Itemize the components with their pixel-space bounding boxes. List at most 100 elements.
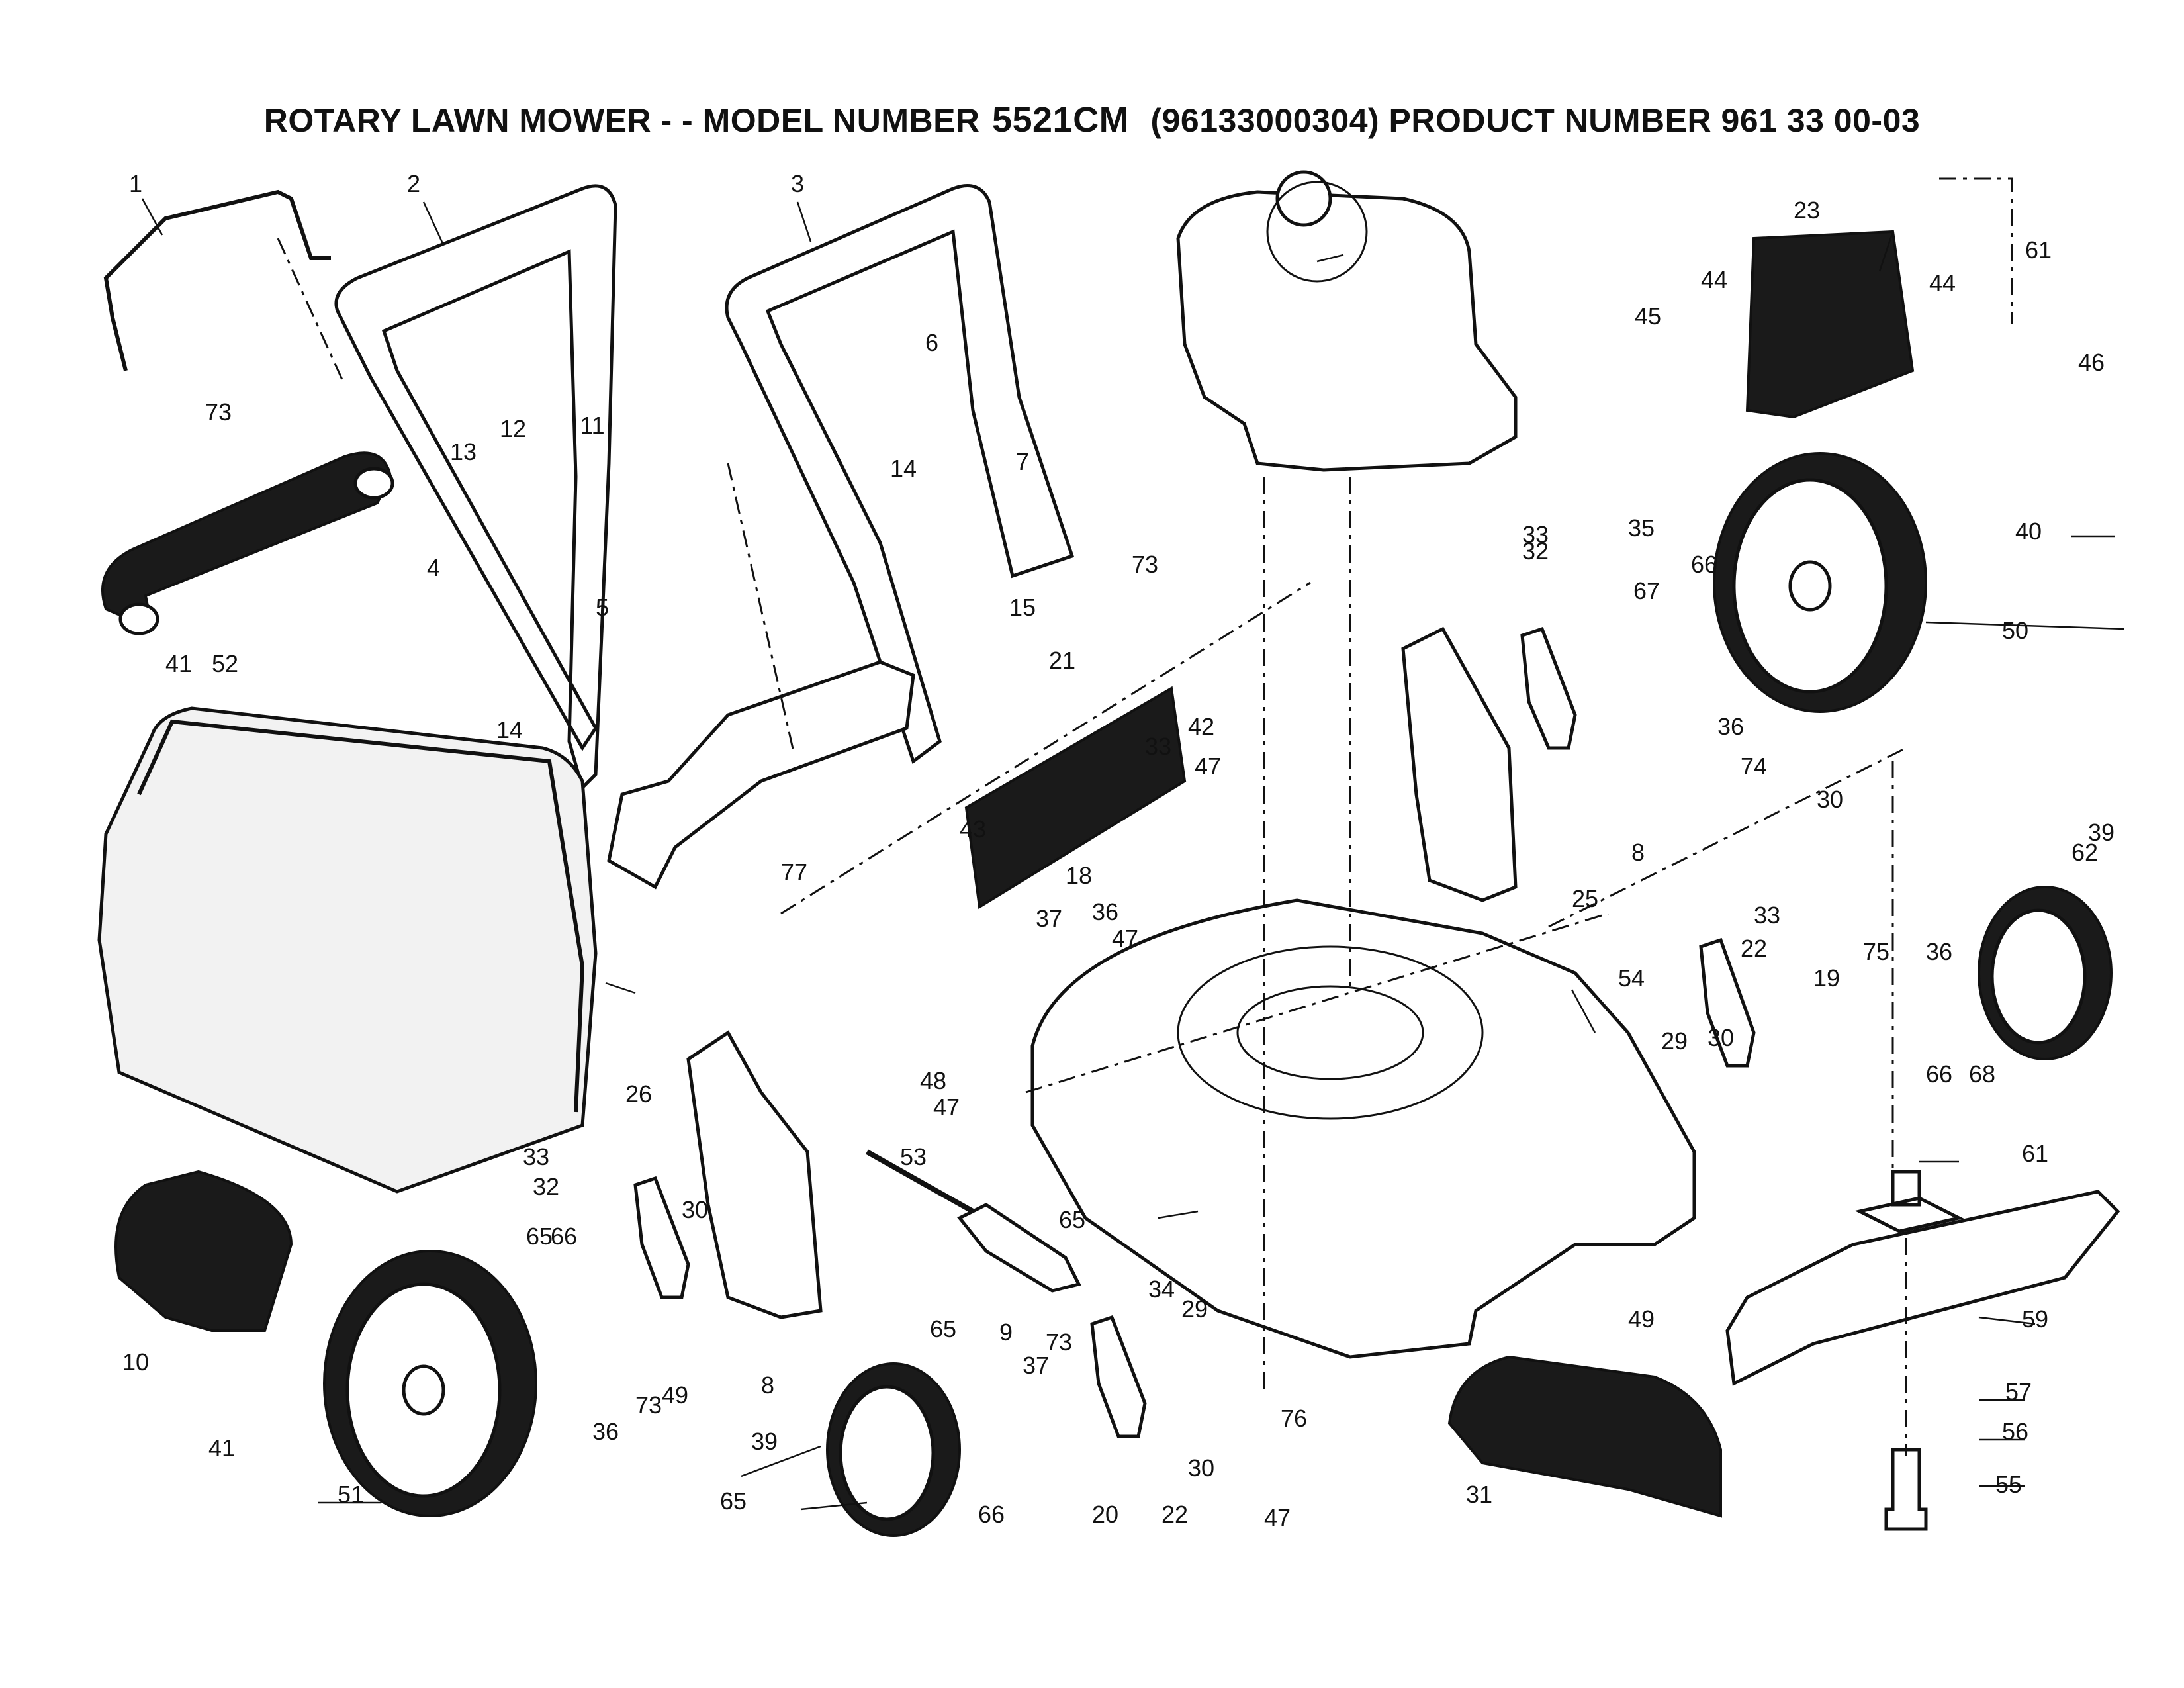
grass-bag-part — [97, 706, 598, 1194]
part-callout-3: 3 — [791, 170, 804, 197]
part-callout-1: 1 — [129, 170, 142, 197]
part-callout-74: 74 — [1741, 753, 1767, 780]
part-callout-41: 41 — [165, 650, 192, 677]
part-callout-11: 11 — [580, 412, 604, 439]
grass-bag-frame — [137, 719, 585, 1113]
part-callout-73: 73 — [1132, 551, 1158, 578]
part-callout-33: 33 — [1522, 521, 1549, 548]
blade-part — [1725, 1190, 2120, 1386]
part-callout-29: 29 — [1181, 1295, 1208, 1323]
grip-end-right — [353, 467, 394, 500]
mulch-cover-part — [1447, 1355, 1722, 1518]
part-callout-39: 39 — [2088, 819, 2115, 846]
height-adjuster-left-part — [686, 1030, 823, 1319]
part-callout-61: 61 — [2025, 236, 2052, 263]
part-callout-65: 65 — [930, 1315, 956, 1342]
part-callout-47: 47 — [933, 1094, 960, 1121]
part-callout-53: 53 — [900, 1143, 927, 1170]
mulch-plug-part — [114, 1170, 293, 1332]
diagram-title: ROTARY LAWN MOWER - - MODEL NUMBER 5521C… — [0, 99, 2184, 140]
upper-handle-part — [334, 184, 617, 791]
discharge-chute-part — [607, 660, 915, 890]
part-callout-61: 61 — [2022, 1140, 2048, 1167]
wheel-arm-left-lower-part — [1090, 1315, 1147, 1438]
part-callout-6: 6 — [925, 329, 938, 356]
part-callout-68: 68 — [1969, 1060, 1995, 1088]
part-callout-29: 29 — [1661, 1027, 1688, 1055]
part-callout-40: 40 — [2015, 518, 2042, 545]
wheel-arm-right-lower-part — [1699, 937, 1756, 1068]
front-wheel-left-part — [826, 1362, 961, 1537]
part-callout-48: 48 — [920, 1067, 946, 1094]
part-callout-55: 55 — [1995, 1471, 2022, 1498]
part-callout-66: 66 — [551, 1223, 577, 1250]
part-callout-20: 20 — [1092, 1501, 1118, 1528]
part-callout-12: 12 — [500, 415, 526, 442]
part-callout-14: 14 — [890, 455, 917, 482]
part-callout-23: 23 — [1794, 197, 1820, 224]
part-callout-44: 44 — [1929, 269, 1956, 297]
part-callout-35: 35 — [1628, 514, 1655, 541]
wheel-arm-right-upper-part — [1520, 626, 1577, 750]
title-model-number: 5521CM — [991, 100, 1130, 140]
title-prefix: ROTARY LAWN MOWER - - MODEL NUMBER — [263, 102, 980, 139]
part-callout-52: 52 — [212, 650, 238, 677]
part-callout-65: 65 — [526, 1223, 553, 1250]
part-callout-65: 65 — [1059, 1206, 1085, 1233]
part-callout-51: 51 — [338, 1481, 364, 1508]
deck-center-hole — [1236, 985, 1424, 1080]
rear-wheel-left-part — [323, 1250, 537, 1517]
part-callout-30: 30 — [1707, 1024, 1734, 1051]
front-wheel-right-part — [1978, 886, 2113, 1060]
engine-fuel-cap — [1275, 170, 1332, 227]
engine-part — [1176, 190, 1518, 472]
alignment-line-5 — [1548, 177, 2013, 928]
part-callout-49: 49 — [662, 1382, 688, 1409]
part-callout-73: 73 — [635, 1391, 662, 1419]
part-callout-36: 36 — [592, 1418, 619, 1445]
height-adjuster-right-part — [1401, 626, 1518, 902]
part-callout-36: 36 — [1926, 938, 1952, 965]
part-callout-45: 45 — [1635, 303, 1661, 330]
part-callout-19: 19 — [1813, 964, 1840, 992]
part-callout-21: 21 — [1049, 647, 1075, 674]
blade-bolt-part — [1884, 1448, 1928, 1531]
title-suffix: (96133000304) PRODUCT NUMBER 961 33 00-0… — [1150, 102, 1921, 139]
part-callout-46: 46 — [2078, 349, 2105, 376]
part-callout-37: 37 — [1036, 905, 1062, 932]
control-bar-part — [103, 189, 331, 371]
part-callout-14: 14 — [496, 716, 523, 743]
part-callout-36: 36 — [1092, 898, 1118, 925]
part-callout-31: 31 — [1466, 1481, 1492, 1508]
part-callout-33: 33 — [1754, 902, 1780, 929]
part-callout-62: 62 — [2071, 839, 2098, 866]
part-callout-47: 47 — [1195, 753, 1221, 780]
part-callout-39: 39 — [751, 1428, 778, 1455]
part-callout-66: 66 — [1926, 1060, 1952, 1088]
alignment-line-3 — [1891, 761, 1907, 1456]
part-callout-2: 2 — [407, 170, 420, 197]
callout-leaders — [141, 198, 2125, 1511]
alignment-line-1 — [277, 238, 796, 755]
part-callout-73: 73 — [1046, 1329, 1072, 1356]
part-callout-41: 41 — [208, 1434, 235, 1462]
part-callout-77: 77 — [781, 859, 807, 886]
blade-adapter-part — [1854, 1170, 1964, 1233]
pivot-rod-part — [866, 1149, 974, 1214]
deck-engine-mount — [1177, 945, 1484, 1120]
part-callout-9: 9 — [999, 1319, 1013, 1346]
part-callout-15: 15 — [1009, 594, 1036, 621]
part-callout-18: 18 — [1066, 862, 1092, 889]
part-callout-13: 13 — [450, 438, 477, 465]
wheel-arm-left-upper-part — [633, 1176, 690, 1299]
part-callout-30: 30 — [1817, 786, 1843, 813]
lower-handle-part — [725, 184, 1075, 765]
part-callout-32: 32 — [1522, 538, 1549, 565]
handle-grip-part — [101, 451, 392, 632]
part-callout-42: 42 — [1188, 713, 1214, 740]
part-callout-49: 49 — [1628, 1305, 1655, 1333]
grip-end-left — [118, 602, 159, 635]
rear-flap-part — [1745, 230, 1915, 419]
